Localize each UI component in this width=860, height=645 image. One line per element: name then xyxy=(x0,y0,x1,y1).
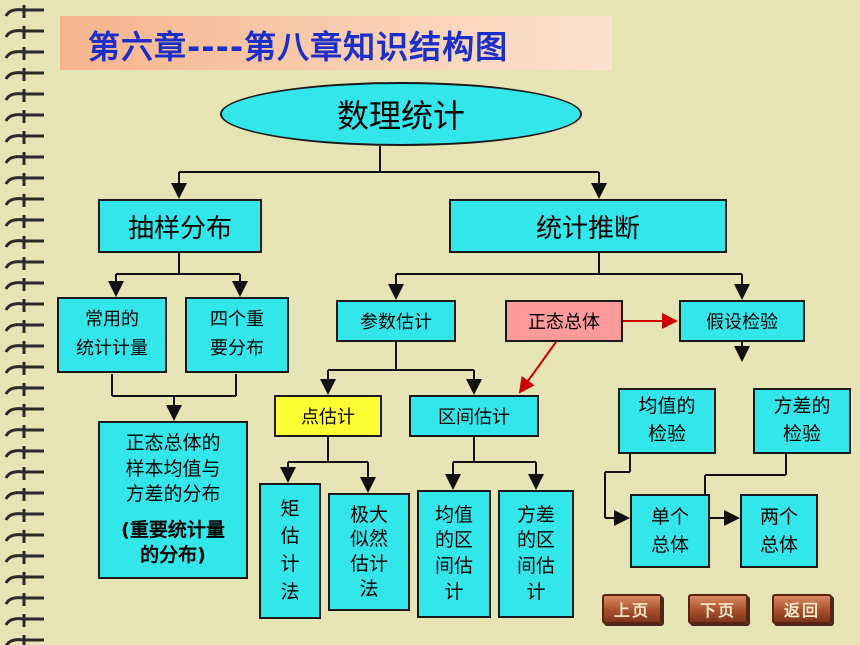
node-common-stats: 常用的 统计计量 xyxy=(57,297,167,373)
node-normal-dist-note1: (重要统计量 xyxy=(121,518,225,541)
node-four-dists-line1: 四个重 xyxy=(210,309,264,331)
node-moment-est-char3: 计 xyxy=(280,553,300,575)
node-var-interval-line3: 间估 xyxy=(516,555,555,577)
next-page-button[interactable]: 下页 xyxy=(688,594,748,624)
node-sampling: 抽样分布 xyxy=(98,199,262,253)
node-mle-line3: 估计 xyxy=(349,553,388,575)
node-var-test: 方差的 检验 xyxy=(753,388,851,454)
node-moment-est: 矩 估 计 法 xyxy=(259,483,321,619)
node-var-interval-line2: 的区 xyxy=(516,529,555,552)
node-mean-interval-line2: 的区 xyxy=(434,529,473,552)
node-mle-line4: 法 xyxy=(359,577,379,600)
node-four-dists: 四个重 要分布 xyxy=(185,297,289,373)
node-param-est: 参数估计 xyxy=(336,300,456,342)
node-moment-est-char4: 法 xyxy=(280,580,300,603)
title-bar xyxy=(60,16,612,70)
node-root: 数理统计 xyxy=(220,82,582,146)
node-normal-dist: 正态总体的 样本均值与 方差的分布 (重要统计量 的分布) xyxy=(98,421,248,579)
page-title: 第六章----第八章知识结构图 xyxy=(88,28,509,66)
node-normal-dist-line3: 方差的分布 xyxy=(125,483,221,506)
node-mean-interval-line4: 计 xyxy=(444,580,464,603)
node-mle-line2: 似然 xyxy=(349,528,388,551)
node-var-interval-line4: 计 xyxy=(526,580,546,603)
node-inference: 统计推断 xyxy=(449,199,727,253)
node-mle-line1: 极大 xyxy=(349,503,388,526)
node-mean-test: 均值的 检验 xyxy=(618,388,716,454)
node-normal-dist-line2: 样本均值与 xyxy=(125,457,221,480)
node-normal-dist-line1: 正态总体的 xyxy=(125,431,221,454)
node-moment-est-char2: 估 xyxy=(280,525,300,548)
node-mean-interval-line1: 均值 xyxy=(434,503,473,526)
node-point-est: 点估计 xyxy=(274,395,382,437)
node-hypo-test: 假设检验 xyxy=(679,300,805,342)
node-var-test-line2: 检验 xyxy=(782,423,821,445)
node-mean-test-line2: 检验 xyxy=(647,423,686,445)
back-button[interactable]: 返回 xyxy=(772,594,832,624)
node-var-interval-line1: 方差 xyxy=(516,503,555,526)
node-common-stats-line1: 常用的 xyxy=(85,309,139,331)
node-four-dists-line2: 要分布 xyxy=(210,338,264,359)
node-var-interval: 方差 的区 间估 计 xyxy=(498,490,574,618)
node-single-pop-line2: 总体 xyxy=(650,534,689,556)
node-normal-dist-note2: 的分布) xyxy=(140,544,206,567)
node-mle: 极大 似然 估计 法 xyxy=(328,493,410,611)
node-moment-est-char1: 矩 xyxy=(280,497,300,520)
node-mean-interval: 均值 的区 间估 计 xyxy=(417,490,491,618)
node-two-pop: 两个 总体 xyxy=(740,494,818,568)
node-mean-test-line1: 均值的 xyxy=(638,395,696,418)
node-mean-interval-line3: 间估 xyxy=(434,555,473,577)
node-single-pop-line1: 单个 xyxy=(650,505,689,528)
node-common-stats-line2: 统计计量 xyxy=(76,338,148,359)
node-normal-pop: 正态总体 xyxy=(505,300,623,342)
node-single-pop: 单个 总体 xyxy=(630,494,710,568)
node-two-pop-line2: 总体 xyxy=(759,534,798,556)
node-two-pop-line1: 两个 xyxy=(759,505,798,528)
binder-rings xyxy=(4,5,44,645)
prev-page-button[interactable]: 上页 xyxy=(602,594,662,624)
node-interval-est: 区间估计 xyxy=(409,395,539,437)
node-var-test-line1: 方差的 xyxy=(773,395,831,418)
